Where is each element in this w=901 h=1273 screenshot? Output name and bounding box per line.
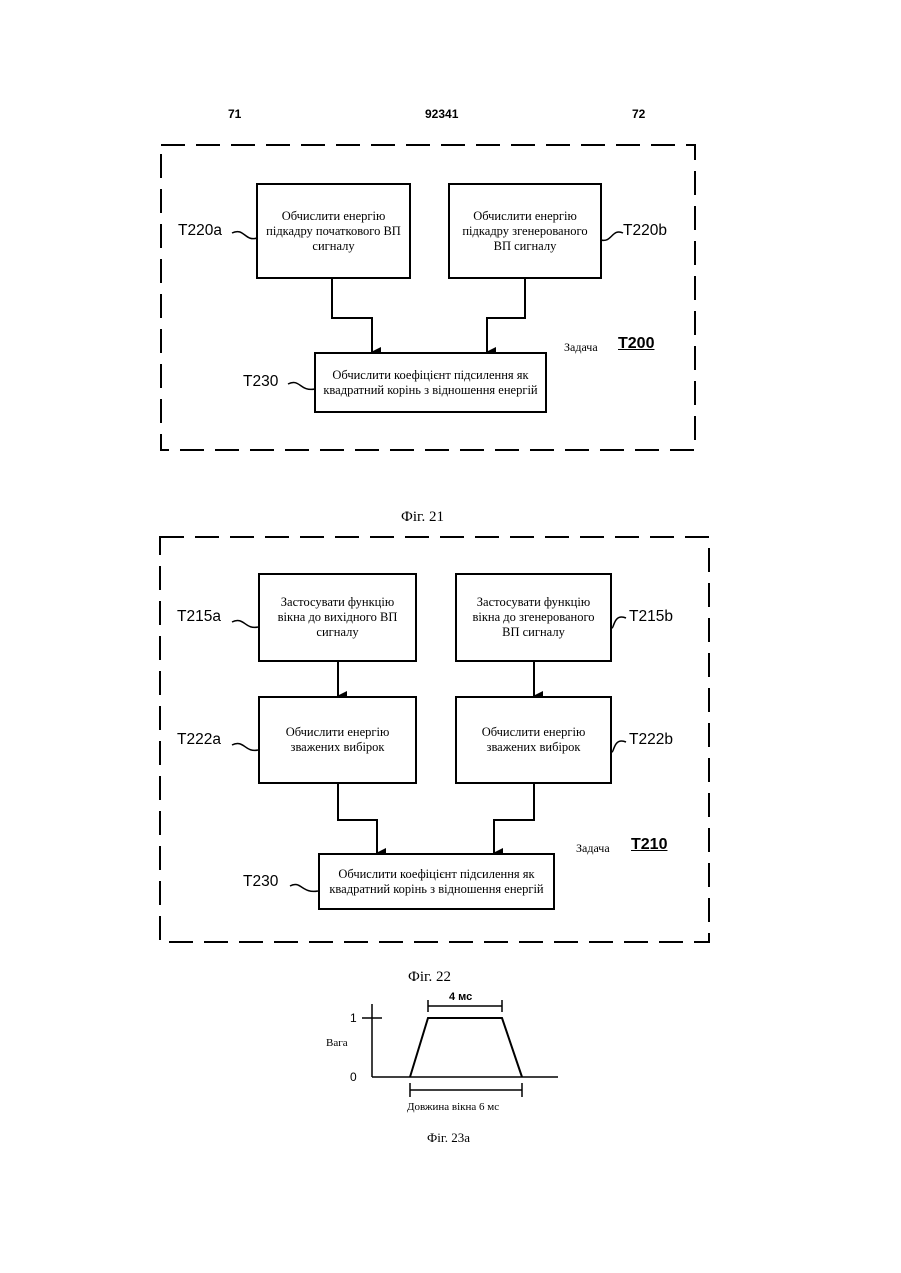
fig22-arrow-a2 [338,784,377,853]
fig22-box-energy-weighted-b: Обчислити енергію зважених вибірок [455,696,612,784]
fig21-leader-c [288,382,315,389]
fig22-label-t215b: T215b [629,608,673,626]
fig22-box-window-source: Застосувати функцію вікна до вихідного В… [258,573,417,662]
fig22-leader-b1 [612,617,626,628]
fig23a-caption: Фіг. 23а [427,1130,470,1146]
fig21-task-word: Задача [564,340,598,355]
fig22-caption: Фіг. 22 [408,969,451,986]
fig21-box-gain-factor: Обчислити коефіцієнт підсилення як квадр… [314,352,547,413]
fig21-box-energy-initial: Обчислити енергію підкадру початкового В… [256,183,411,279]
fig23a-bottom-dimension: Довжина вікна 6 мс [407,1101,499,1113]
fig21-label-t230: T230 [243,373,278,391]
fig23a-y-tick-1: 1 [350,1011,357,1025]
fig23a-window-curve [410,1018,522,1077]
fig21-leader-b [601,232,623,240]
fig22-task-id: T210 [631,836,667,854]
fig21-box-energy-generated: Обчислити енергію підкадру згенерованого… [448,183,602,279]
fig22-leader-a2 [232,743,258,750]
fig23a-top-dimension: 4 мс [449,991,472,1003]
fig21-arrow-a [332,278,372,352]
fig23a-y-tick-0: 0 [350,1070,357,1084]
fig22-box-energy-weighted-a: Обчислити енергію зважених вибірок [258,696,417,784]
fig22-label-t230: T230 [243,873,278,891]
fig22-task-word: Задача [576,841,610,856]
fig22-box-gain-factor: Обчислити коефіцієнт підсилення як квадр… [318,853,555,910]
fig22-label-t215a: T215a [177,608,221,626]
fig22-arrow-b2 [494,784,534,853]
fig21-arrow-b [487,278,525,352]
fig22-leader-c [290,884,318,891]
fig22-label-t222b: T222b [629,731,673,749]
fig21-caption: Фіг. 21 [401,509,444,526]
fig22-leader-a1 [232,620,258,627]
fig23a-y-label: Вага [326,1037,348,1049]
fig21-leader-a [232,232,257,239]
fig21-label-t220b: T220b [623,222,667,240]
fig22-leader-b2 [612,741,626,752]
fig21-label-t220a: T220a [178,222,222,240]
fig22-box-window-generated: Застосувати функцію вікна до згенеровано… [455,573,612,662]
fig22-label-t222a: T222a [177,731,221,749]
fig21-task-id: T200 [618,335,654,353]
